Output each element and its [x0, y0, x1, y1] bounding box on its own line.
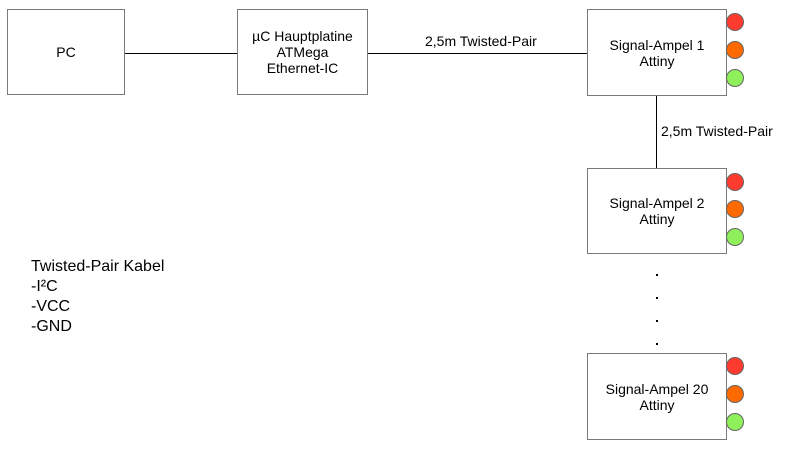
ellipsis-dot	[656, 297, 658, 299]
red-lamp-icon	[726, 13, 744, 31]
connector-pc-mainboard	[124, 53, 237, 54]
ellipsis-dot	[656, 343, 658, 345]
mainboard-line-1: µC Hauptplatine	[252, 28, 353, 44]
ampel20-line-2: Attiny	[639, 396, 675, 413]
green-lamp-icon	[726, 228, 744, 246]
pc-node: PC	[7, 9, 125, 95]
ampel2-line-1: Signal-Ampel 2	[609, 195, 705, 211]
legend-item: -GND	[31, 318, 72, 335]
cable-legend: Twisted-Pair Kabel -I²C -VCC -GND	[31, 257, 164, 337]
green-lamp-icon	[726, 69, 744, 87]
legend-title: Twisted-Pair Kabel	[31, 258, 165, 275]
legend-item: -I²C	[31, 278, 58, 295]
connector-mainboard-ampel1	[367, 53, 587, 54]
connector-ampel1-ampel2	[656, 96, 657, 168]
ellipsis-dot	[656, 320, 658, 322]
mainboard-line-3: Ethernet-IC	[266, 60, 339, 76]
ampel1-line-2: Attiny	[639, 52, 675, 69]
mainboard-line-2: ATMega	[276, 44, 329, 60]
ampel2-line-2: Attiny	[639, 211, 675, 227]
ampel1-line-1: Signal-Ampel 1	[609, 36, 705, 53]
ampel1-node: Signal-Ampel 1 Attiny	[587, 9, 727, 96]
pc-label: PC	[56, 44, 76, 60]
ampel20-node: Signal-Ampel 20 Attiny	[587, 353, 727, 440]
green-lamp-icon	[726, 413, 744, 431]
orange-lamp-icon	[726, 41, 744, 59]
orange-lamp-icon	[726, 200, 744, 218]
orange-lamp-icon	[726, 385, 744, 403]
red-lamp-icon	[726, 357, 744, 375]
red-lamp-icon	[726, 173, 744, 191]
legend-item: -VCC	[31, 298, 71, 315]
edge-label-mainboard-ampel1: 2,5m Twisted-Pair	[425, 33, 537, 49]
ellipsis-dot	[656, 274, 658, 276]
ampel20-line-1: Signal-Ampel 20	[605, 380, 709, 397]
ampel2-node: Signal-Ampel 2 Attiny	[587, 168, 727, 254]
edge-label-ampel1-ampel2: 2,5m Twisted-Pair	[661, 123, 773, 139]
mainboard-node: µC Hauptplatine ATMega Ethernet-IC	[237, 9, 368, 95]
